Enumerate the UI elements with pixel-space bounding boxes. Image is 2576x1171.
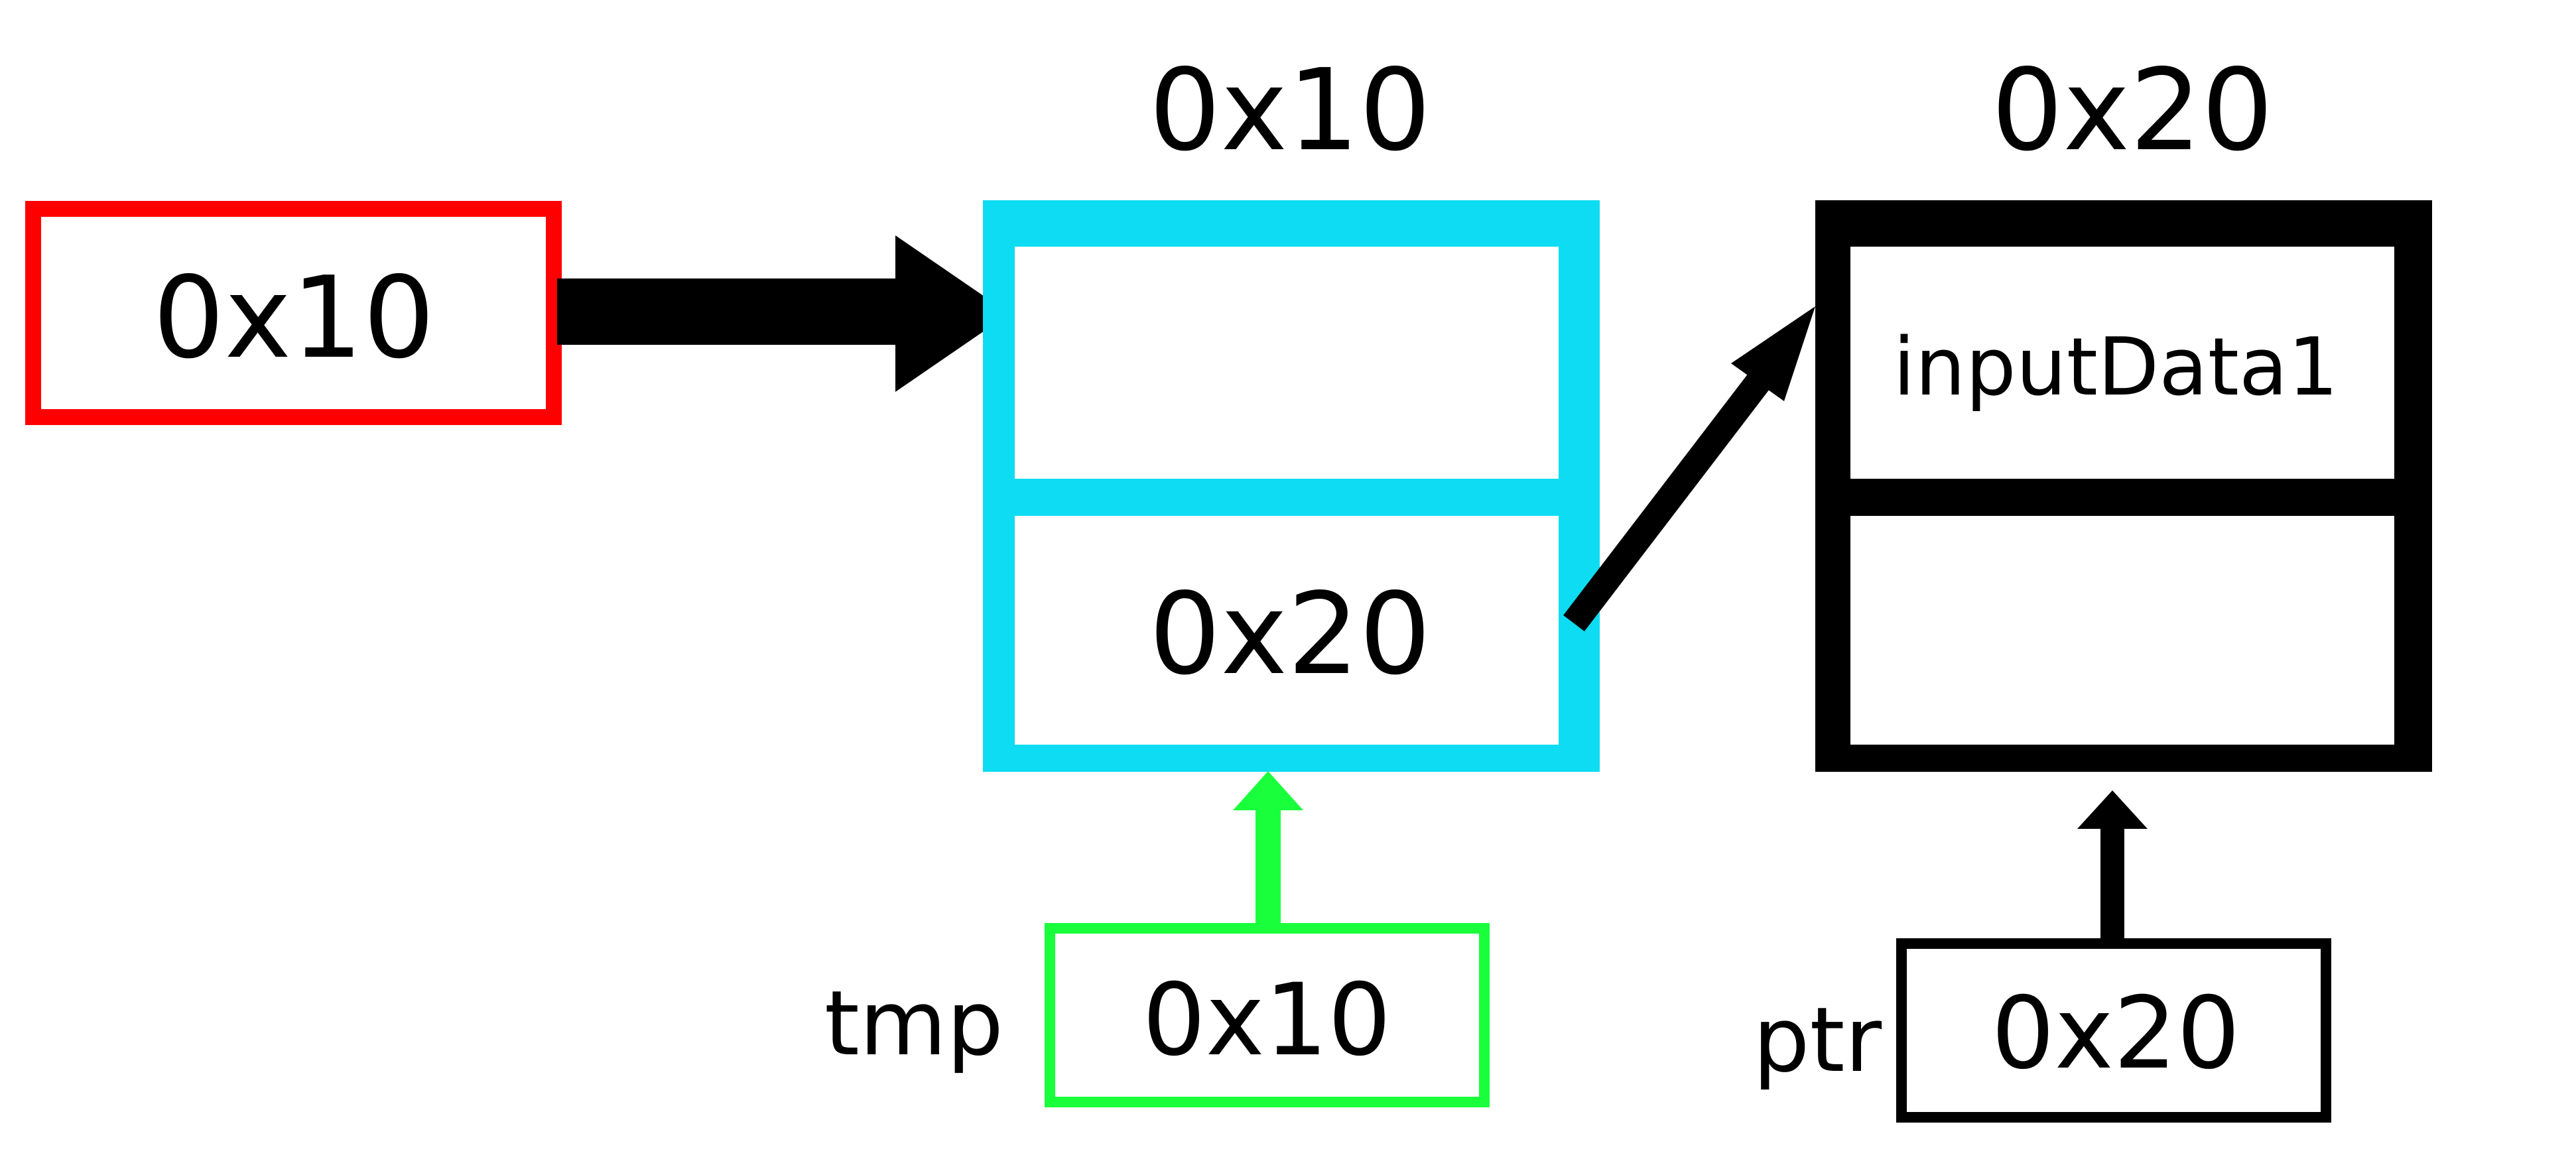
head-to-node1-arrow [557, 235, 1009, 392]
node1-next-field [1015, 516, 1559, 745]
ptr-pointer: ptr 0x20 [1753, 790, 2331, 1123]
ptr-arrow-head [2077, 790, 2148, 829]
tmp-pointer-value: 0x10 [1142, 963, 1391, 1078]
ptr-pointer-value: 0x20 [1991, 976, 2240, 1091]
tmp-arrow-shaft [1256, 806, 1281, 925]
tmp-name-label: tmp [824, 971, 1003, 1076]
ptr-name-label: ptr [1753, 988, 1882, 1092]
ptr-pointer-box [1896, 938, 2331, 1123]
tmp-arrow-head [1233, 771, 1303, 810]
tmp-pointer-box [1045, 923, 1490, 1107]
head-pointer: 0x10 [25, 201, 562, 425]
node2-data-field [1850, 247, 2394, 479]
ptr-arrow-shaft [2100, 826, 2124, 940]
node2-data-value: inputData1 [1893, 322, 2339, 414]
node2-next-field [1850, 516, 2394, 745]
head-pointer-value: 0x10 [153, 253, 434, 384]
node1-to-node2-arrow [1563, 306, 1815, 632]
node1-address-label: 0x10 [1149, 45, 1431, 176]
head-pointer-box [25, 201, 562, 425]
node-1: 0x10 0x20 [983, 45, 1600, 772]
node1-next-value: 0x20 [1149, 569, 1431, 700]
node-2: 0x20 inputData1 [1815, 45, 2432, 772]
tmp-pointer: tmp 0x10 [824, 771, 1490, 1107]
node1-data-field [1015, 247, 1559, 479]
node2-address-label: 0x20 [1991, 45, 2273, 176]
